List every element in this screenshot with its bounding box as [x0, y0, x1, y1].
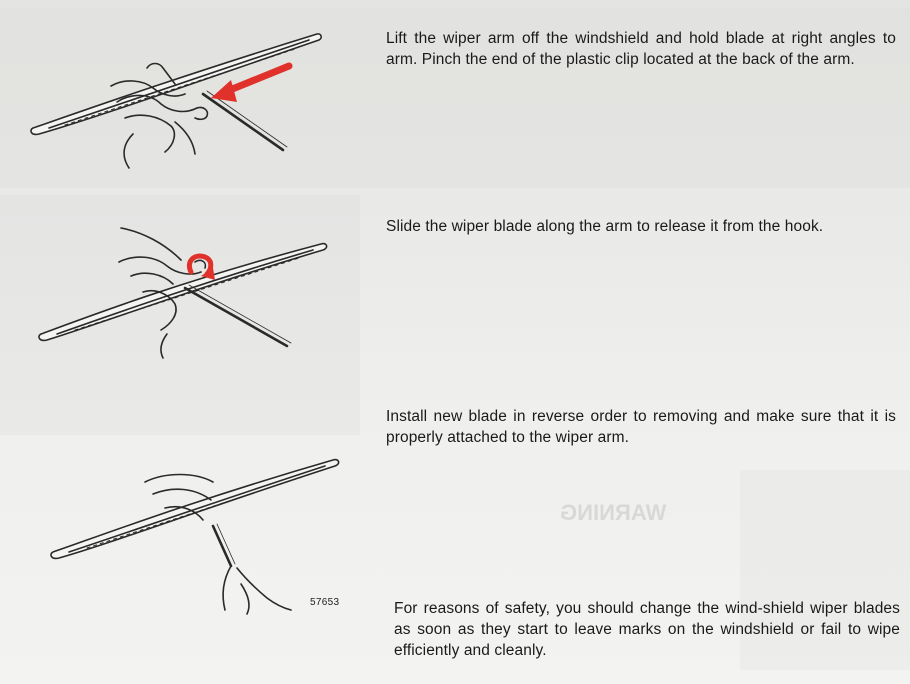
safety-note-text: For reasons of safety, you should change… — [394, 598, 900, 661]
show-through-heading: WARNING — [560, 500, 666, 526]
figure-code: 57653 — [310, 597, 339, 608]
step-1-text: Lift the wiper arm off the windshield an… — [386, 28, 896, 70]
step-2-text: Slide the wiper blade along the arm to r… — [386, 216, 896, 237]
step-3-text: Install new blade in reverse order to re… — [386, 406, 896, 448]
illustration-pinch-clip — [25, 22, 335, 182]
illustration-install-blade — [45, 448, 345, 618]
red-curved-arrow-icon — [189, 256, 215, 280]
illustration-slide-blade — [35, 222, 335, 362]
